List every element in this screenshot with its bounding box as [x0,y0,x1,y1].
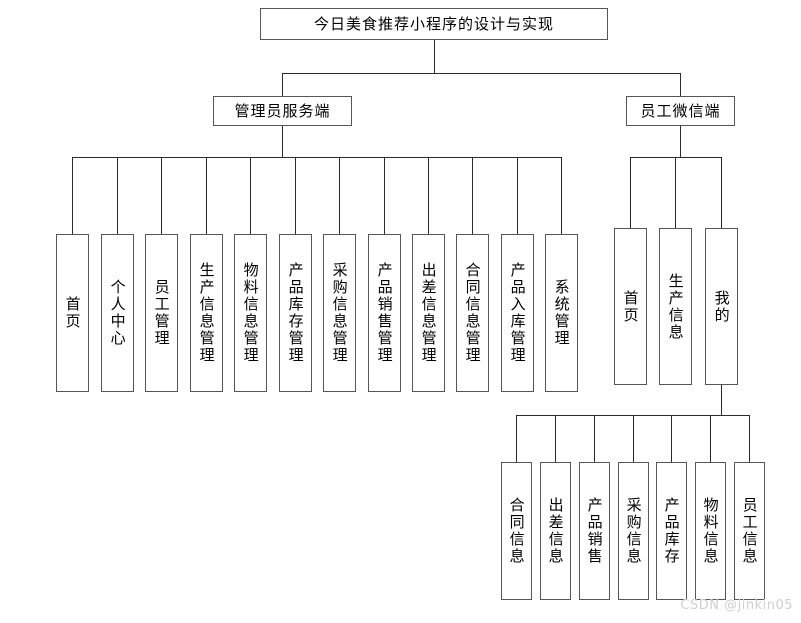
leaf-node-admin-9: 合同信息管理 [456,234,489,392]
connector-admin-bus [72,157,561,158]
leaf-node-mine-1: 出差信息 [540,462,571,600]
leaf-node-admin-10: 产品入库管理 [501,234,534,392]
leaf-node-admin-6: 采购信息管理 [323,234,356,392]
leaf-node-admin-4: 物料信息管理 [234,234,267,392]
connector-root-stem [434,40,435,73]
leaf-node-wechat-2: 我的 [705,228,738,385]
leaf-node-admin-8: 出差信息管理 [412,234,445,392]
leaf-node-mine-5: 物料信息 [695,462,726,600]
connector-admin-drop-8 [428,157,429,234]
connector-admin-drop-3 [206,157,207,234]
connector-admin-drop-6 [339,157,340,234]
leaf-node-mine-6: 员工信息 [734,462,765,600]
connector-mine-stem [721,385,722,415]
connector-mine-drop-4 [671,415,672,462]
leaf-node-admin-11: 系统管理 [545,234,578,392]
connector-admin-drop-2 [161,157,162,234]
leaf-node-admin-5: 产品库存管理 [279,234,312,392]
leaf-node-mine-2: 产品销售 [579,462,610,600]
branch-node-wechat: 员工微信端 [626,96,735,126]
leaf-node-wechat-0: 首页 [614,228,647,385]
connector-level1-drop-wechat [680,73,681,96]
root-node: 今日美食推荐小程序的设计与实现 [260,8,608,40]
connector-admin-drop-9 [472,157,473,234]
leaf-node-mine-3: 采购信息 [618,462,649,600]
leaf-node-mine-4: 产品库存 [656,462,687,600]
leaf-node-admin-1: 个人中心 [101,234,134,392]
connector-mine-drop-5 [710,415,711,462]
connector-admin-stem [282,126,283,157]
connector-wechat-drop-2 [721,157,722,228]
connector-admin-drop-10 [517,157,518,234]
connector-wechat-stem [680,126,681,157]
watermark-text: CSDN @jinkin05 [680,598,793,613]
connector-admin-drop-11 [561,157,562,234]
connector-admin-drop-0 [72,157,73,234]
connector-admin-drop-5 [295,157,296,234]
connector-wechat-drop-1 [675,157,676,228]
connector-admin-drop-4 [250,157,251,234]
leaf-node-admin-7: 产品销售管理 [368,234,401,392]
leaf-node-admin-2: 员工管理 [145,234,178,392]
branch-node-admin: 管理员服务端 [213,96,352,126]
leaf-node-mine-0: 合同信息 [501,462,532,600]
connector-admin-drop-7 [384,157,385,234]
connector-mine-drop-6 [749,415,750,462]
connector-mine-bus [516,415,749,416]
connector-mine-drop-0 [516,415,517,462]
connector-wechat-drop-0 [630,157,631,228]
leaf-node-admin-0: 首页 [56,234,89,392]
connector-mine-drop-2 [594,415,595,462]
connector-level1-drop-admin [282,73,283,96]
connector-level1-bus [282,73,681,74]
connector-mine-drop-1 [555,415,556,462]
connector-mine-drop-3 [633,415,634,462]
leaf-node-admin-3: 生产信息管理 [190,234,223,392]
leaf-node-wechat-1: 生产信息 [659,228,692,385]
connector-admin-drop-1 [117,157,118,234]
